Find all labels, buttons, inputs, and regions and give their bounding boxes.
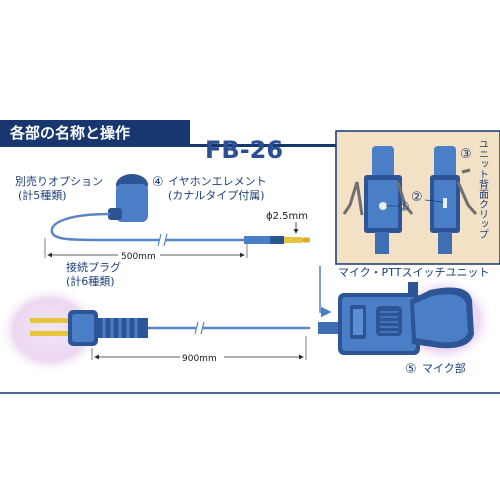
clip-inset [335, 130, 500, 265]
earphone-note: (カナルタイプ付属) [168, 189, 265, 202]
section-title: 各部の名称と操作 [9, 124, 130, 142]
earphone-label: イヤホンエレメント [168, 175, 267, 188]
mic-number: ⑤ [405, 362, 417, 377]
plug-glow [0, 286, 102, 374]
clip-icon [430, 146, 478, 254]
header-band [0, 120, 190, 144]
cable-break [157, 233, 168, 247]
marker-leader [424, 199, 444, 203]
length-lower: 900mm [182, 354, 217, 364]
jack-icon [244, 236, 310, 244]
plug-count: (計6種類) [66, 274, 115, 288]
length-upper: 500mm [121, 252, 156, 262]
unit-title: マイク・PTTスイッチユニット [338, 266, 489, 279]
plug-label: 接続プラグ [66, 260, 121, 274]
ptt-unit-icon [318, 282, 474, 355]
dim-label-bg [118, 250, 160, 260]
unit-pointer [319, 266, 332, 318]
option-count: (計5種類) [18, 188, 67, 202]
model-title: FB-26 [205, 136, 283, 164]
mic-label: マイク部 [422, 361, 466, 375]
earphone-cable [50, 212, 268, 242]
header-underline [0, 144, 500, 147]
cable-break [194, 321, 205, 335]
plug-icon [30, 310, 148, 346]
jack-size: ϕ2.5mm [266, 211, 308, 222]
marker-1: ① [398, 200, 410, 215]
earphone-number: ④ [152, 175, 164, 190]
clip-number: ③ [460, 147, 472, 162]
dim-label-bg [180, 352, 224, 362]
clip-label: ユニット背面クリップ [477, 139, 489, 239]
clip-icon [342, 146, 414, 254]
earphone-icon [108, 174, 148, 222]
marker-2: ② [411, 190, 423, 205]
option-label: 別売りオプション [15, 175, 103, 188]
